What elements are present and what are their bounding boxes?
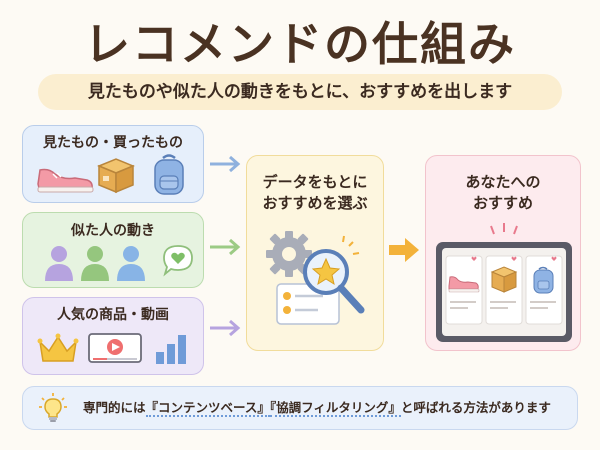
gear-search-illustration bbox=[266, 231, 365, 325]
footer-note: 専門的には『コンテンツベース』『協調フィルタリング』と呼ばれる方法があります bbox=[22, 386, 578, 430]
arrow-right-blue-icon bbox=[210, 155, 241, 173]
item-card-backpack bbox=[525, 255, 563, 325]
magnifier-icon bbox=[303, 235, 365, 314]
process-title-line1: データをもとに bbox=[262, 173, 368, 191]
footer-text: 専門的には『コンテンツベース』『協調フィルタリング』と呼ばれる方法があります bbox=[83, 387, 567, 428]
sparkle-icon bbox=[490, 223, 518, 235]
footer-suffix: と呼ばれる方法があります bbox=[400, 400, 551, 415]
recommendation-screen-illustration bbox=[436, 223, 572, 342]
bar-chart-icon bbox=[156, 335, 186, 364]
arrow-right-green-icon bbox=[210, 238, 241, 256]
item-card-box bbox=[485, 255, 523, 325]
input-label-viewed: 見たもの・買ったもの bbox=[43, 135, 183, 151]
process-title-line2: おすすめを選ぶ bbox=[262, 194, 368, 212]
sneaker-icon bbox=[37, 168, 94, 193]
item-card-sneaker bbox=[445, 255, 483, 325]
heart-icon bbox=[511, 256, 517, 261]
input-arrows bbox=[210, 155, 241, 337]
result-title-line1: あなたへの bbox=[465, 173, 541, 191]
heart-chat-icon bbox=[163, 245, 193, 277]
input-card-viewed: 見たもの・買ったもの bbox=[22, 125, 204, 203]
input-card-similar: 似た人の動き bbox=[22, 212, 204, 288]
subtitle-banner: 見たものや似た人の動きをもとに、おすすめを出します bbox=[38, 74, 562, 110]
people-group-icon bbox=[45, 246, 145, 281]
process-card: データをもとに おすすめを選ぶ bbox=[246, 155, 384, 351]
heart-icon bbox=[471, 256, 477, 261]
cardboard-box-icon bbox=[97, 158, 135, 194]
crown-icon bbox=[37, 333, 79, 362]
arrow-right-orange-icon bbox=[389, 238, 419, 262]
input-label-popular: 人気の商品・動画 bbox=[57, 307, 169, 323]
video-player-icon bbox=[88, 333, 142, 363]
input-card-popular: 人気の商品・動画 bbox=[22, 297, 204, 375]
footer-term-collaborative-filtering: 『協調フィルタリング』 bbox=[269, 400, 401, 417]
backpack-icon bbox=[154, 154, 184, 195]
footer-term-content-based: 『コンテンツベース』 bbox=[145, 400, 270, 417]
arrow-right-purple-icon bbox=[210, 319, 241, 337]
heart-icon bbox=[551, 256, 557, 261]
page-title: レコメンドの仕組み bbox=[84, 17, 516, 71]
result-title-line2: おすすめ bbox=[472, 194, 533, 212]
lightbulb-icon bbox=[39, 393, 67, 422]
footer-prefix: 専門的には bbox=[83, 400, 146, 415]
result-card: あなたへの おすすめ bbox=[425, 155, 581, 351]
input-label-similar: 似た人の動き bbox=[71, 223, 155, 239]
